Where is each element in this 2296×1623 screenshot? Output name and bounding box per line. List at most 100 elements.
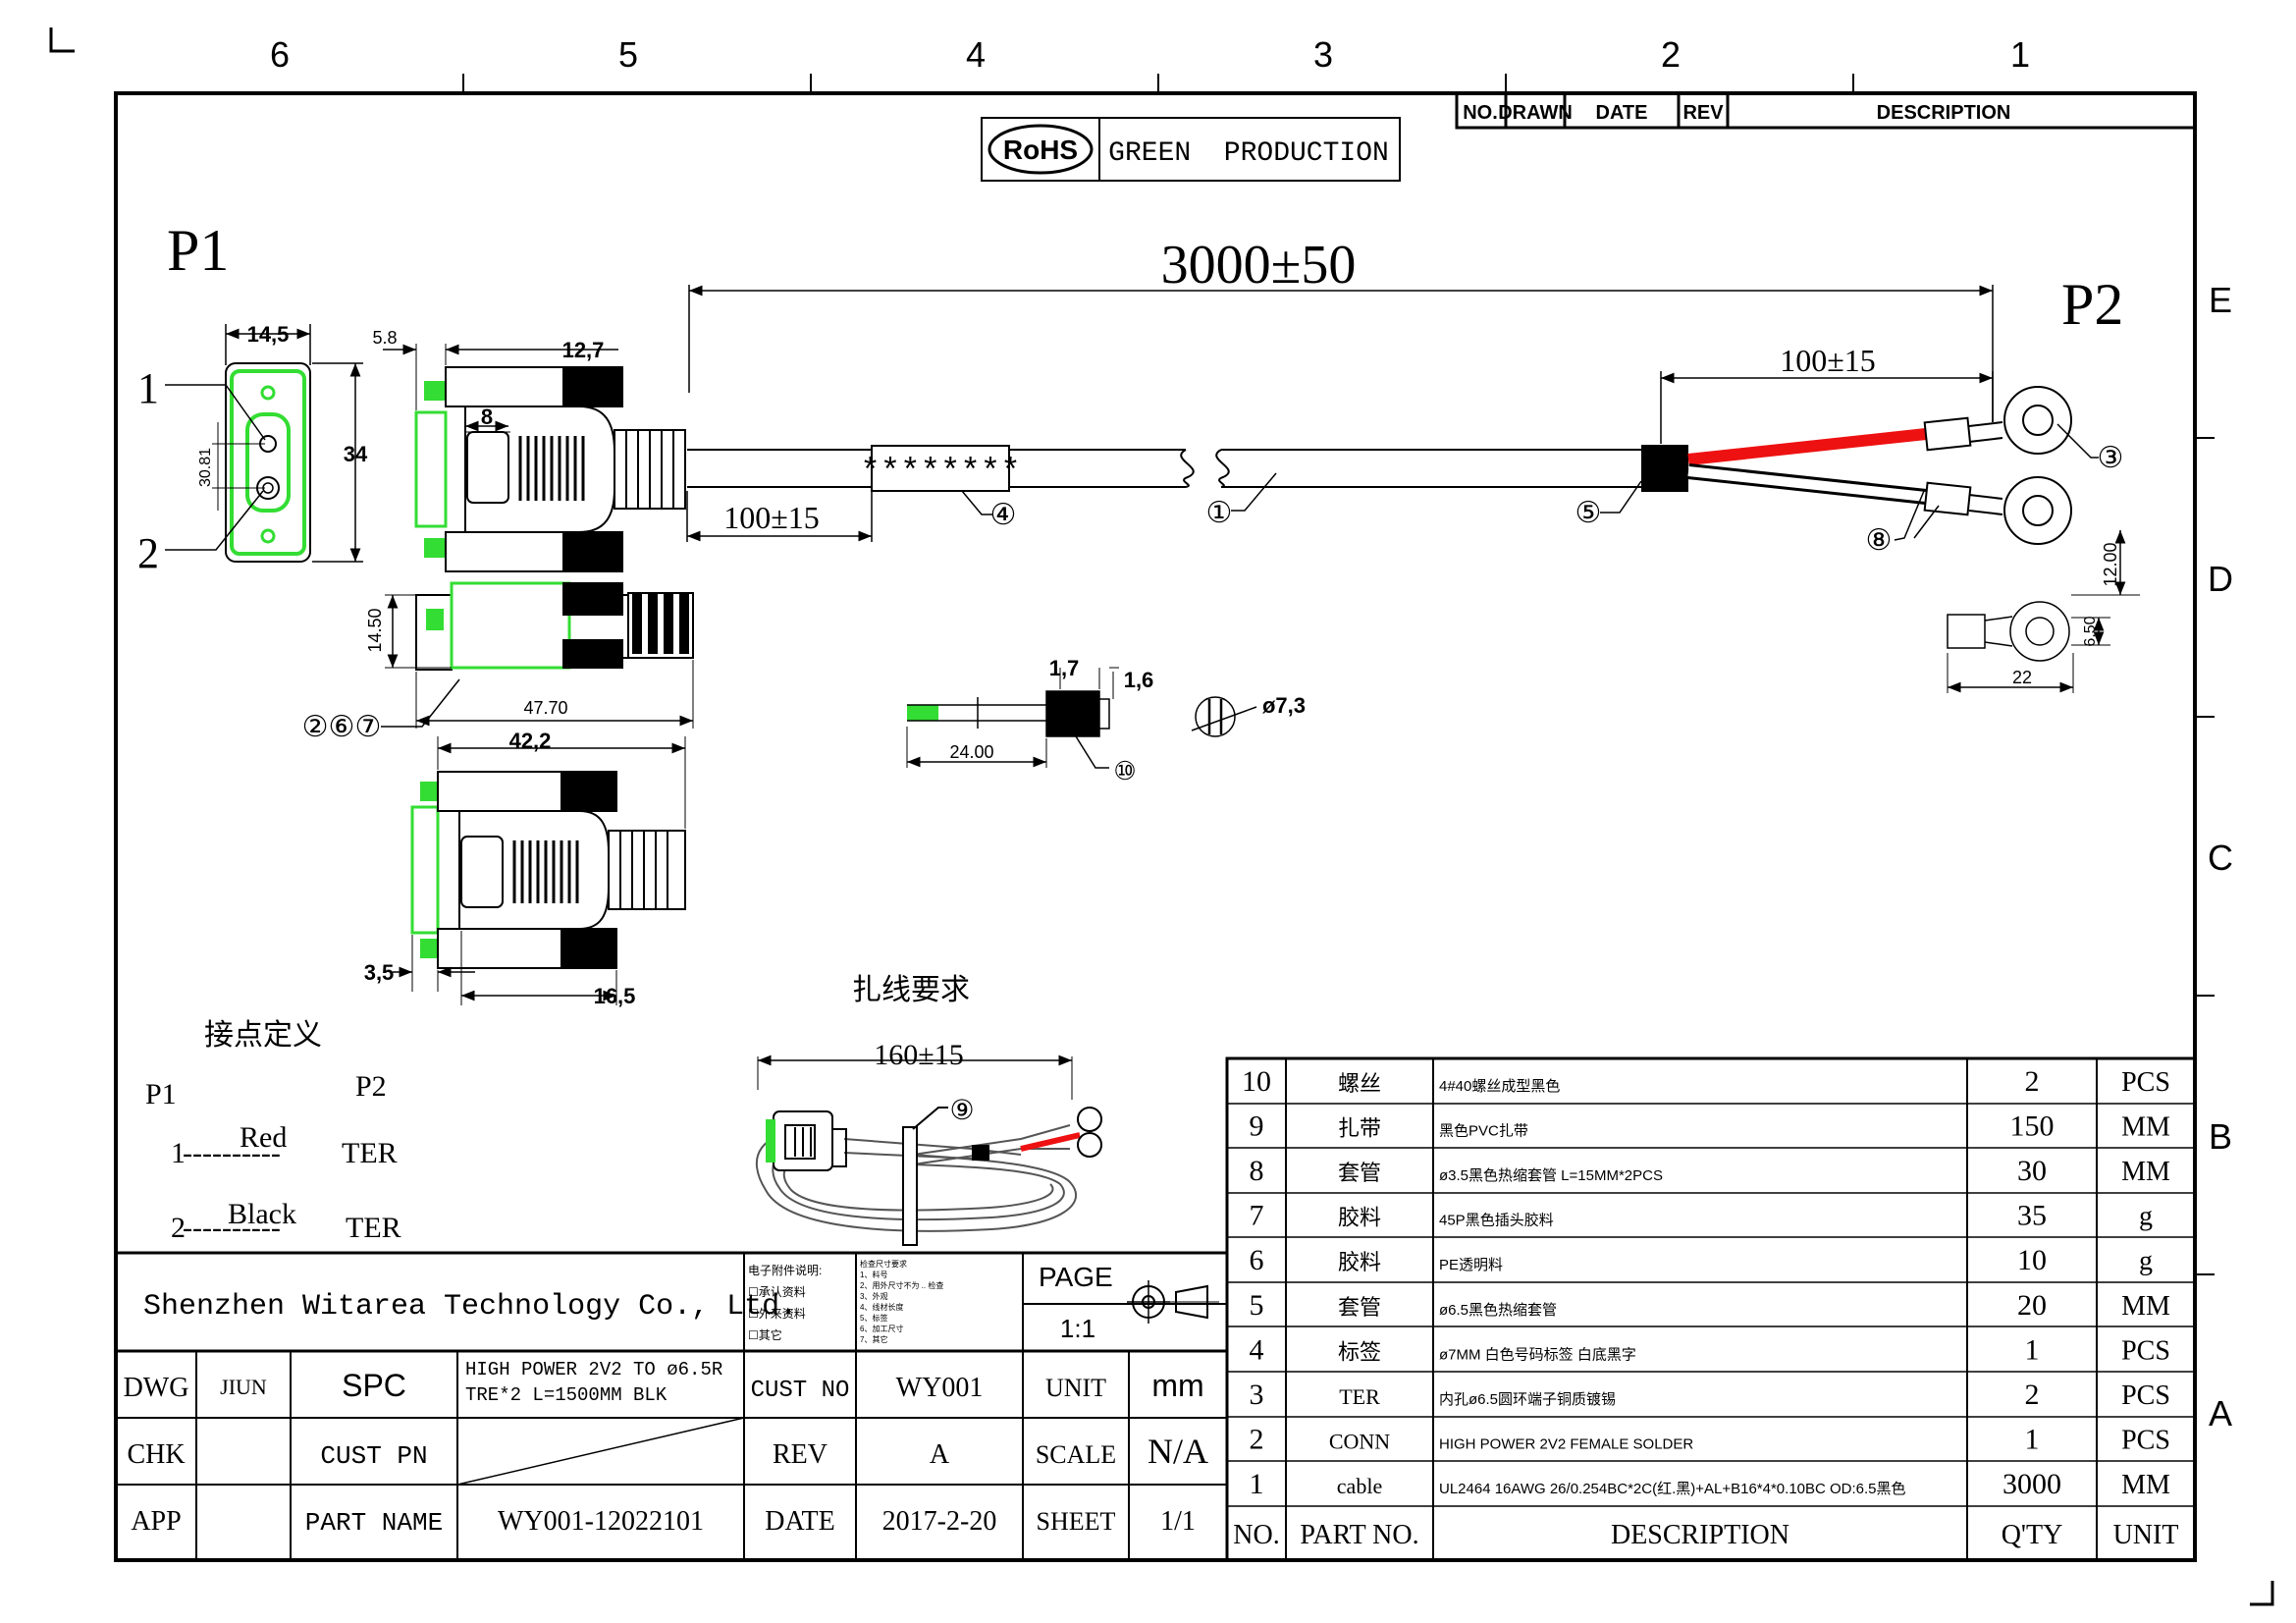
- bottom-dim-42-2: 42,2: [509, 729, 552, 753]
- bom-row-3-unit: PCS: [2121, 1380, 2170, 1411]
- profile-dim-47-70: 47.70: [523, 698, 567, 718]
- bom-row-7-qty: 35: [2017, 1200, 2047, 1232]
- part-name-label: PART NAME: [305, 1508, 443, 1538]
- zone-labels: 6 5 4 3 2 1 E D C B A: [270, 34, 2233, 1434]
- p1-label: P1: [167, 218, 229, 283]
- bom-row-7-unit: g: [2139, 1202, 2153, 1232]
- bom-row-8-unit: MM: [2121, 1157, 2170, 1187]
- pinout-row2-pin: 2: [171, 1212, 186, 1244]
- callout-4: ④: [990, 499, 1017, 531]
- notes-right-0: 检查尺寸要求: [860, 1259, 907, 1269]
- notes-right-6: 6、加工尺寸: [860, 1324, 903, 1333]
- callout-1: ①: [1206, 497, 1233, 529]
- bom-row-6-no: 6: [1250, 1244, 1264, 1276]
- notes-left-2: ☐外来资料: [748, 1307, 806, 1321]
- callout-2-6-7: ②⑥⑦: [302, 711, 382, 743]
- bom-row-5-no: 5: [1250, 1289, 1264, 1322]
- ring-terminal-red: [1923, 386, 2072, 455]
- overall-length-value: 3000±50: [1161, 235, 1357, 296]
- binding-title: 扎线要求: [852, 974, 970, 1006]
- callout-9: ⑨: [949, 1096, 974, 1126]
- ring-terminal-detail: [1947, 530, 2140, 693]
- lead-dim-value: 100±15: [1780, 343, 1876, 378]
- bom-row-10-qty: 2: [2025, 1065, 2040, 1098]
- bom-row-4-desc: ø7MM 白色号码标签 白底黑字: [1439, 1346, 1636, 1363]
- bom-row-5-unit: MM: [2121, 1291, 2170, 1322]
- bom-row-2-part: CONN: [1329, 1430, 1390, 1454]
- bom-row-9-desc: 黑色PVC扎带: [1439, 1122, 1528, 1139]
- part-name-value: WY001-12022101: [498, 1506, 704, 1537]
- p2-label: P2: [2061, 272, 2123, 337]
- bom-row-3-no: 3: [1250, 1379, 1264, 1411]
- bom-header-unit: UNIT: [2113, 1520, 2179, 1550]
- notes-right-7: 7、其它: [860, 1334, 887, 1344]
- rev-header-description: DESCRIPTION: [1877, 102, 2011, 124]
- unit-value: mm: [1151, 1368, 1203, 1403]
- drawing-title: HIGH POWER 2V2 TO ø6.5R TRE*2 L=1500MM B…: [465, 1359, 723, 1406]
- p1-front-dims: [165, 324, 363, 563]
- p1-side-view: [414, 366, 686, 572]
- spc-label: SPC: [342, 1368, 406, 1403]
- pinout-title: 接点定义: [204, 1019, 322, 1052]
- bom-row-2-no: 2: [1250, 1424, 1264, 1456]
- scale-label: SCALE: [1036, 1440, 1116, 1469]
- bom-table-grid: [1225, 1056, 2197, 1562]
- rohs-logo: RoHS: [1003, 135, 1078, 165]
- bom-row-10-desc: 4#40螺丝成型黑色: [1439, 1078, 1560, 1095]
- notes-right-2: 2、用外尺寸不为 .. 检查: [860, 1280, 943, 1290]
- unit-label: UNIT: [1045, 1374, 1106, 1402]
- bom-row-2-qty: 1: [2025, 1424, 2040, 1456]
- bom-row-7-desc: 45P黑色插头胶料: [1439, 1213, 1554, 1229]
- binding-length: 160±15: [874, 1039, 963, 1071]
- cust-pn-label: CUST PN: [320, 1441, 427, 1471]
- rev-value: A: [930, 1439, 950, 1470]
- notes-left-3: ☐其它: [748, 1327, 782, 1342]
- bom-row-1-desc: UL2464 16AWG 26/0.254BC*2C(红.黑)+AL+B16*4…: [1439, 1481, 1906, 1497]
- zone-right-E: E: [2209, 280, 2232, 320]
- breakout-wires: [1687, 428, 1927, 505]
- ring-terminal-black: [1923, 476, 2072, 545]
- bom-row-1-unit: MM: [2121, 1470, 2170, 1500]
- callout-5: ⑤: [1575, 497, 1602, 529]
- notes-right-4: 4、线材长度: [860, 1302, 903, 1312]
- notes-right-5: 5、标签: [860, 1313, 887, 1323]
- callouts-main: [961, 423, 2099, 541]
- bom-row-4-qty: 1: [2025, 1333, 2040, 1366]
- bom-row-9-unit: MM: [2121, 1111, 2170, 1142]
- zone-top-6: 6: [270, 34, 290, 75]
- bom-row-4-part: 标签: [1338, 1339, 1381, 1364]
- zone-top-5: 5: [618, 34, 638, 75]
- screw-dim-1-7: 1,7: [1049, 656, 1080, 680]
- bom-row-9-part: 扎带: [1338, 1115, 1381, 1140]
- cable-body: [687, 449, 1641, 488]
- p1-profile-view: [415, 581, 694, 671]
- pin-2-label: 2: [137, 529, 159, 577]
- bom-row-3-part: TER: [1339, 1384, 1380, 1409]
- bom-row-1-no: 1: [1250, 1468, 1264, 1500]
- bom-row-8-desc: ø3.5黑色热缩套管 L=15MM*2PCS: [1439, 1167, 1663, 1184]
- p1-width-14-5: 14,5: [247, 322, 290, 347]
- p1-side-dims: [383, 344, 618, 433]
- zone-right-D: D: [2208, 559, 2233, 599]
- bom-row-8-no: 8: [1250, 1155, 1264, 1187]
- date-label: DATE: [765, 1506, 835, 1537]
- bom-header-no: NO.: [1233, 1520, 1279, 1550]
- app-label: APP: [131, 1506, 181, 1537]
- notes-left-0: 电子附件说明:: [748, 1263, 822, 1277]
- bom-row-6-part: 胶料: [1338, 1250, 1381, 1274]
- start-dim-value: 100±15: [723, 500, 820, 535]
- bottom-dim-3-5: 3,5: [364, 960, 395, 985]
- bom-row-10-no: 10: [1242, 1065, 1271, 1098]
- notes-right-1: 1、料号: [860, 1270, 887, 1279]
- zone-right-B: B: [2209, 1116, 2232, 1157]
- zone-right-A: A: [2209, 1393, 2232, 1434]
- cust-no-label: CUST NO: [751, 1378, 850, 1404]
- pinout-row1-end: TER: [342, 1137, 398, 1169]
- rev-header-date: DATE: [1596, 102, 1648, 124]
- bom-row-1-part: cable: [1337, 1474, 1382, 1498]
- pinout-row2-dash: ----------: [183, 1212, 281, 1244]
- rev-label: REV: [773, 1439, 828, 1470]
- label-sleeve: ********: [860, 445, 1021, 492]
- bom-row-9-qty: 150: [2010, 1109, 2055, 1142]
